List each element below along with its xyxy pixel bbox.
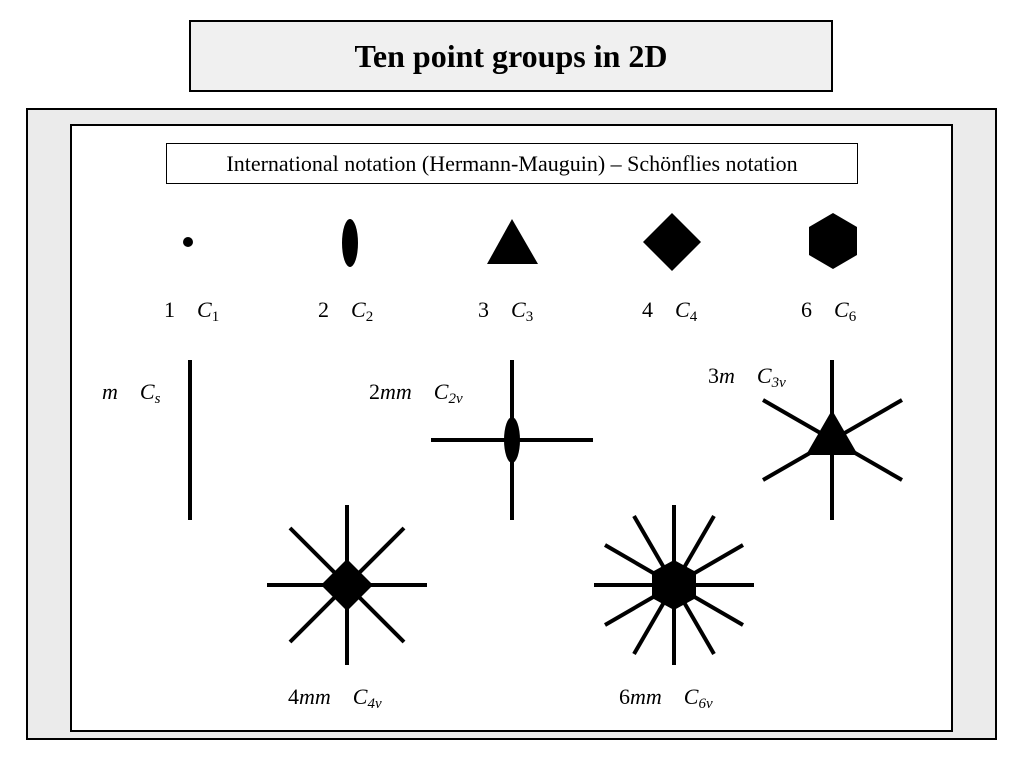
c1-dot-figure xyxy=(183,237,193,247)
page-title: Ten point groups in 2D xyxy=(354,37,668,74)
c4v-figure xyxy=(267,505,427,665)
c2v-figure xyxy=(431,360,593,520)
c3-triangle-figure xyxy=(487,219,538,264)
label-c3v: 3m C3v xyxy=(708,363,786,391)
label-cs: m Cs xyxy=(102,379,161,407)
label-c4v: 4mm C4v xyxy=(288,684,382,712)
label-c3: 3 C3 xyxy=(478,297,534,325)
label-c1: 1 C1 xyxy=(164,297,220,325)
title-box: Ten point groups in 2D xyxy=(189,20,833,92)
label-c2v: 2mm C2v xyxy=(369,379,463,407)
c3v-figure xyxy=(762,360,903,520)
label-c4: 4 C4 xyxy=(642,297,698,325)
label-c2: 2 C2 xyxy=(318,297,374,325)
label-c6v: 6mm C6v xyxy=(619,684,713,712)
c6v-figure xyxy=(594,505,754,665)
c4-diamond-figure xyxy=(643,213,701,271)
subtitle-box: International notation (Hermann-Mauguin)… xyxy=(166,143,858,184)
c2-ellipse-figure xyxy=(342,219,358,267)
subtitle: International notation (Hermann-Mauguin)… xyxy=(226,150,798,176)
c6-hexagon-figure xyxy=(809,213,857,269)
label-c6: 6 C6 xyxy=(801,297,857,325)
